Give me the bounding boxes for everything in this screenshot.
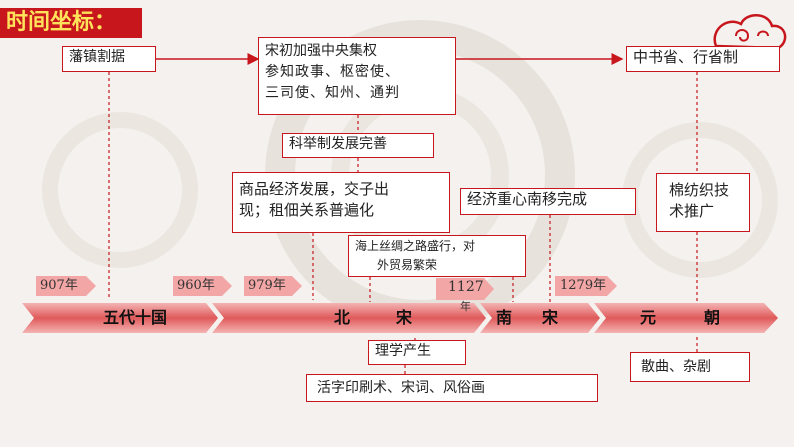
commerce-line-2: 现；租佃关系普遍化 xyxy=(239,200,443,221)
year-1279: 1279年 xyxy=(560,276,606,296)
south-shift-box: 经济重心南移完成 xyxy=(460,188,636,215)
yuan-admin-box: 中书省、行省制 xyxy=(626,46,780,72)
silk-line-2: 外贸易繁荣 xyxy=(355,256,519,275)
year-1127: 1127 xyxy=(448,277,484,297)
fanzhen-box: 藩镇割据 xyxy=(62,46,156,72)
year-907: 907年 xyxy=(40,276,78,296)
commerce-line-1: 商品经济发展，交子出 xyxy=(239,179,443,200)
year-979: 979年 xyxy=(248,276,286,296)
song-line-3: 三司使、知州、通判 xyxy=(265,83,449,104)
culture-box: 活字印刷术、宋词、风俗画 xyxy=(306,374,598,402)
song-line-2: 参知政事、枢密使、 xyxy=(265,62,449,83)
yuan-culture-box: 散曲、杂剧 xyxy=(630,352,750,382)
year-960: 960年 xyxy=(177,276,215,296)
year-1127-suffix: 年 xyxy=(460,297,471,317)
silk-line-1: 海上丝绸之路盛行，对 xyxy=(355,237,519,256)
song-centralization-box: 宋初加强中央集权 参知政事、枢密使、 三司使、知州、通判 xyxy=(258,37,456,115)
cotton-line-1: 棉纺织技 xyxy=(669,180,743,201)
cotton-box: 棉纺织技 术推广 xyxy=(656,173,750,232)
song-line-1: 宋初加强中央集权 xyxy=(265,41,449,62)
keju-box: 科举制发展完善 xyxy=(282,133,434,158)
silk-road-box: 海上丝绸之路盛行，对 外贸易繁荣 xyxy=(348,235,526,277)
cotton-line-2: 术推广 xyxy=(669,201,743,222)
commerce-box: 商品经济发展，交子出 现；租佃关系普遍化 xyxy=(232,172,450,233)
lixue-box: 理学产生 xyxy=(368,340,466,365)
